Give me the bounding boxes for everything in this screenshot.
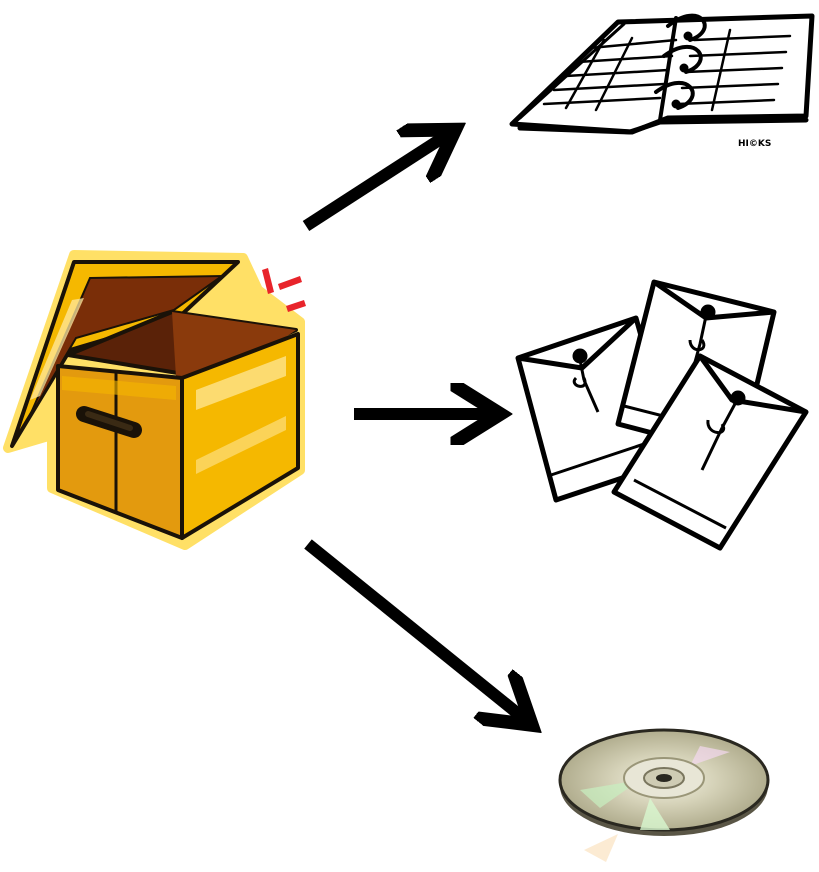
arrow-to-disc xyxy=(304,539,527,721)
artist-signature: HI©KS xyxy=(738,139,771,149)
alert-marks-icon xyxy=(262,268,306,312)
ring-binder-icon: HI©KS xyxy=(509,13,815,149)
envelopes-icon xyxy=(515,279,809,551)
arrow-to-binder xyxy=(302,133,450,232)
compact-disc-icon xyxy=(558,728,770,862)
storage-box-icon xyxy=(3,250,306,550)
